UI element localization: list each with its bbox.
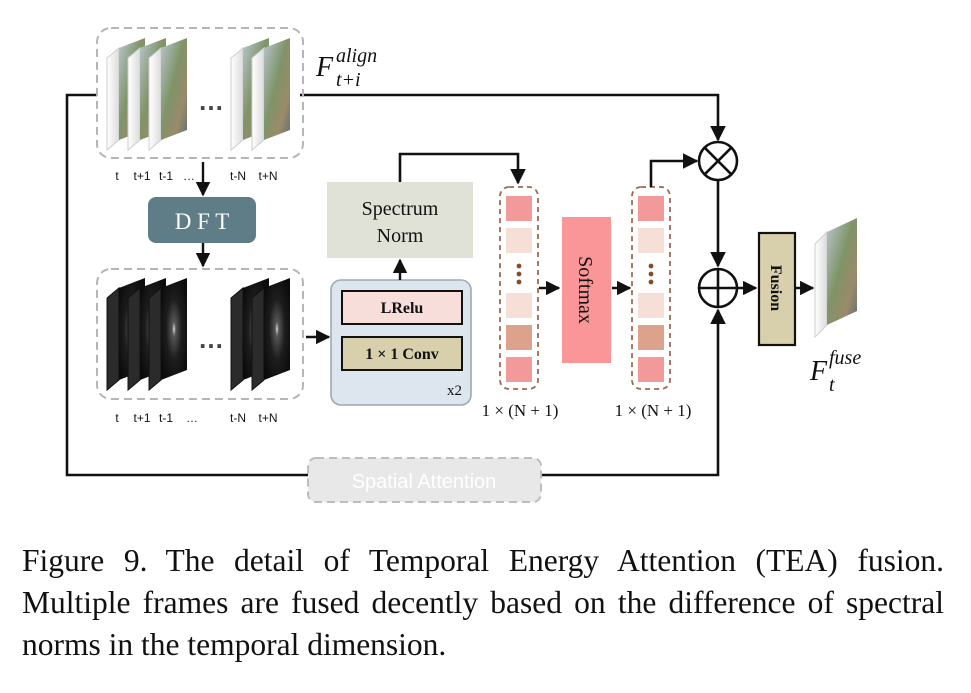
weight-dot-1: [648, 263, 654, 269]
spectrum-label-t-plus-n: t+N: [258, 411, 277, 425]
spectrum-frame-side: [251, 286, 265, 392]
aligned-frame-side: [148, 46, 162, 152]
aligned-frame-side: [127, 46, 141, 152]
f-align-sup: align: [336, 45, 377, 67]
spectrum-frame-labels: t t+1 t-1 … t-N t+N: [115, 411, 277, 425]
spatial-attention-block: Spatial Attention: [307, 457, 542, 503]
energy-cell-3: [506, 293, 532, 318]
f-fuse-sup: fuse: [829, 347, 861, 369]
weight-cell-2: [638, 228, 664, 253]
frame-label-ellipsis: …: [183, 169, 195, 183]
frame-label-t-minus-1: t-1: [159, 169, 173, 183]
weight-vector: [631, 186, 671, 390]
spectrum-label-t: t: [115, 411, 119, 425]
arrow-to-energy-vector: [398, 152, 526, 185]
f-align-sub: t+i: [336, 69, 361, 91]
energy-dot-2: [516, 271, 522, 277]
aligned-frame-side: [251, 46, 265, 152]
multiply-operator-icon: [697, 140, 739, 182]
energy-cell-1: [506, 196, 532, 221]
spectrum-frames-ellipsis: …: [198, 324, 224, 354]
aligned-frame-side: [106, 46, 120, 152]
spectrum-label-ellipsis: …: [186, 411, 198, 425]
weight-dot-2: [648, 271, 654, 277]
figure-label: Figure 9.: [22, 543, 148, 578]
energy-cell-5: [506, 357, 532, 382]
spectrum-label-t-minus-1: t-1: [159, 411, 173, 425]
arrow-to-multiply: [649, 153, 699, 187]
f-align-base: F: [315, 52, 334, 83]
aligned-frames-panel: …: [96, 27, 304, 159]
dft-label: D F T: [175, 209, 230, 234]
spectrum-frames-panel: …: [96, 268, 304, 400]
softmax-block: Softmax: [562, 217, 611, 363]
energy-cell-2: [506, 228, 532, 253]
frame-label-t: t: [115, 169, 119, 183]
spectrum-frame-side: [127, 286, 141, 392]
spectrum-label-t-minus-n: t-N: [230, 411, 246, 425]
spectrum-norm-line1: Spectrum: [362, 198, 439, 220]
aligned-frame-image: [264, 38, 290, 140]
dft-block: D F T: [148, 197, 256, 243]
energy-vector: [499, 186, 539, 390]
aligned-frame-image: [161, 38, 187, 140]
conv-label: 1 × 1 Conv: [365, 346, 439, 363]
spectrum-label-t-plus-1: t+1: [133, 411, 150, 425]
weight-cell-3: [638, 293, 664, 318]
skip-connection-lines: [65, 93, 726, 477]
f-fuse-label: F fuse t: [809, 347, 861, 396]
weight-vector-dim-label: 1 × (N + 1): [615, 401, 692, 420]
aligned-frame-side: [230, 46, 244, 152]
spectrum-frame-side: [148, 286, 162, 392]
fused-output-frame: [814, 218, 857, 339]
spectrum-frame-stack: [106, 278, 290, 392]
spectrum-frame-image: [264, 278, 290, 380]
figure-caption: Figure 9.The detail of Temporal Energy A…: [22, 540, 944, 666]
spectrum-frame-image: [161, 278, 187, 380]
weight-cell-5: [638, 357, 664, 382]
fusion-block: Fusion: [757, 231, 797, 347]
frame-label-t-minus-n: t-N: [230, 169, 246, 183]
frame-label-t-plus-1: t+1: [133, 169, 150, 183]
aligned-frame-stack: [106, 38, 290, 152]
aligned-frames-ellipsis: …: [198, 86, 224, 116]
weight-cell-4: [638, 325, 664, 350]
energy-dot-3: [516, 279, 522, 285]
fusion-label: Fusion: [767, 265, 784, 311]
energy-dot-1: [516, 263, 522, 269]
spectrum-norm-block: Spectrum Norm: [327, 182, 473, 258]
spectrum-frame-side: [230, 286, 244, 392]
spectrum-norm-line2: Norm: [377, 225, 424, 247]
spectrum-frame-side: [106, 286, 120, 392]
energy-vector-dim-label: 1 × (N + 1): [482, 401, 559, 420]
add-operator-icon: [697, 267, 739, 309]
repeat-label: x2: [447, 383, 462, 399]
lrelu-label: LRelu: [381, 300, 424, 317]
tea-fusion-diagram: … t t+1 t-1 … t-N t+N F align t+i D F T …: [65, 27, 861, 503]
softmax-label: Softmax: [574, 256, 596, 324]
frame-label-t-plus-n: t+N: [258, 169, 277, 183]
weight-cell-1: [638, 196, 664, 221]
f-fuse-base: F: [809, 356, 828, 387]
weight-dot-3: [648, 279, 654, 285]
energy-cell-4: [506, 325, 532, 350]
f-fuse-sub: t: [829, 374, 835, 396]
conv-box: [341, 336, 463, 371]
aligned-frame-labels: t t+1 t-1 … t-N t+N: [115, 169, 277, 183]
figure-caption-text: The detail of Temporal Energy Attention …: [22, 543, 944, 662]
spatial-attention-label: Spatial Attention: [352, 471, 497, 493]
lrelu-box: [341, 290, 463, 325]
f-align-label: F align t+i: [315, 45, 377, 91]
conv-block-panel: LRelu 1 × 1 Conv x2: [330, 279, 472, 406]
